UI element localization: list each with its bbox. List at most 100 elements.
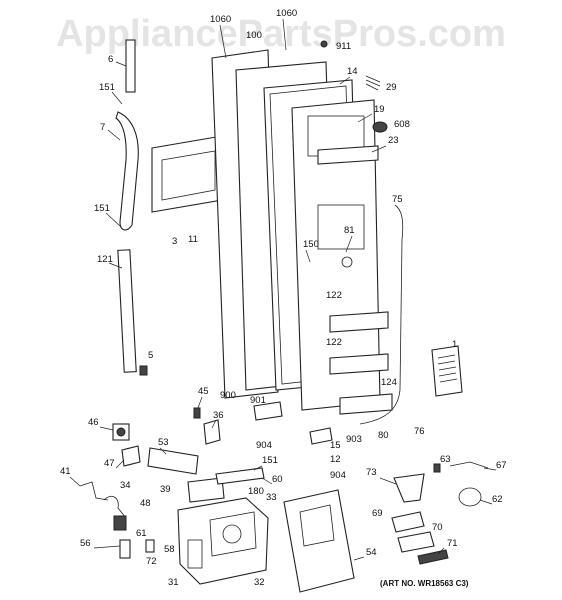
label-75: 75 [392, 194, 403, 205]
label-45: 45 [198, 386, 209, 397]
ring-62 [458, 487, 482, 507]
upper-shelf [317, 145, 379, 165]
housing-60 [215, 467, 265, 485]
label-180: 180 [248, 486, 264, 497]
handle-trim-bottom [117, 249, 137, 373]
part-45 [193, 407, 201, 419]
switch-58 [113, 515, 127, 531]
label-47: 47 [104, 458, 115, 469]
label-62: 62 [492, 494, 503, 505]
label-5: 5 [148, 350, 153, 361]
part-labels: 1060 1060 100 911 6 14 29 151 19 608 7 2… [60, 8, 507, 588]
label-124: 124 [381, 377, 397, 388]
label-151: 151 [262, 455, 278, 466]
label-72: 72 [146, 556, 157, 567]
label-56: 56 [80, 538, 91, 549]
label-31: 31 [168, 577, 179, 588]
label-900: 900 [220, 390, 236, 401]
label-67: 67 [496, 460, 507, 471]
label-48: 48 [140, 498, 151, 509]
label-80: 80 [378, 430, 389, 441]
handle-cap [139, 365, 148, 376]
bracket-67 [449, 461, 489, 469]
label-121: 121 [97, 254, 113, 265]
label-23: 23 [388, 135, 399, 146]
actuator-41 [79, 481, 109, 501]
label-901: 901 [250, 395, 266, 406]
dispenser-motor-assembly [177, 497, 269, 585]
label-32: 32 [254, 577, 265, 588]
label-70: 70 [432, 522, 443, 533]
label-15: 15 [330, 440, 341, 451]
pad-71 [417, 549, 449, 565]
door-bin-upper [329, 311, 389, 333]
label-151: 151 [94, 203, 110, 214]
label-58: 58 [164, 544, 175, 555]
hinge-cover [372, 121, 388, 133]
label-63: 63 [440, 454, 451, 465]
wire-34 [103, 495, 127, 519]
label-904: 904 [330, 470, 346, 481]
part-72 [145, 539, 155, 553]
plug-56 [119, 539, 131, 559]
label-122: 122 [326, 337, 342, 348]
door-bin-middle [329, 353, 389, 375]
door-handle [115, 111, 139, 231]
part-36 [203, 419, 221, 445]
door-liner-panel [151, 135, 223, 213]
label-81: 81 [344, 225, 355, 236]
label-122: 122 [326, 290, 342, 301]
label-29: 29 [386, 82, 397, 93]
bracket-47 [121, 445, 141, 467]
label-7: 7 [100, 122, 105, 133]
label-1060: 1060 [276, 8, 297, 19]
screw-911 [320, 40, 328, 48]
lever-69 [391, 511, 425, 533]
label-46: 46 [88, 417, 99, 428]
label-3: 3 [172, 236, 177, 247]
lever-70 [397, 531, 435, 553]
label-76: 76 [414, 426, 425, 437]
label-34: 34 [120, 480, 131, 491]
label-33: 33 [266, 492, 277, 503]
label-36: 36 [213, 410, 224, 421]
label-41: 41 [60, 466, 71, 477]
label-151: 151 [99, 82, 115, 93]
leader-lines [69, 18, 497, 561]
label-150: 150 [303, 239, 319, 250]
label-12: 12 [330, 454, 341, 465]
label-6: 6 [108, 54, 113, 65]
label-60: 60 [272, 474, 283, 485]
handle-trim-top [125, 39, 136, 93]
control-board-53 [147, 447, 199, 475]
label-71: 71 [447, 538, 458, 549]
label-911: 911 [336, 41, 351, 52]
label-608: 608 [394, 119, 410, 130]
label-53: 53 [158, 437, 169, 448]
label-39: 39 [160, 484, 171, 495]
switch-46 [112, 423, 130, 441]
label-73: 73 [366, 467, 377, 478]
label-1060: 1060 [210, 14, 231, 25]
dispenser-cover-54 [283, 489, 355, 593]
clip-63 [433, 463, 441, 473]
watermark: AppliancePartsPros.com [56, 13, 506, 55]
label-904: 904 [256, 440, 272, 451]
label-14: 14 [347, 66, 358, 77]
label-11: 11 [188, 234, 198, 245]
label-54: 54 [366, 547, 377, 558]
label-100: 100 [246, 30, 262, 41]
label-1: 1 [452, 339, 457, 350]
label-69: 69 [372, 508, 383, 519]
part-15 [309, 427, 333, 445]
wire-harness [365, 75, 381, 91]
door-bin-lower [339, 393, 393, 415]
label-903: 903 [346, 434, 362, 445]
label-61: 61 [136, 528, 147, 539]
label-19: 19 [374, 104, 385, 115]
cover-39 [187, 477, 225, 503]
water-tube [359, 204, 404, 425]
chute-73 [393, 473, 425, 503]
